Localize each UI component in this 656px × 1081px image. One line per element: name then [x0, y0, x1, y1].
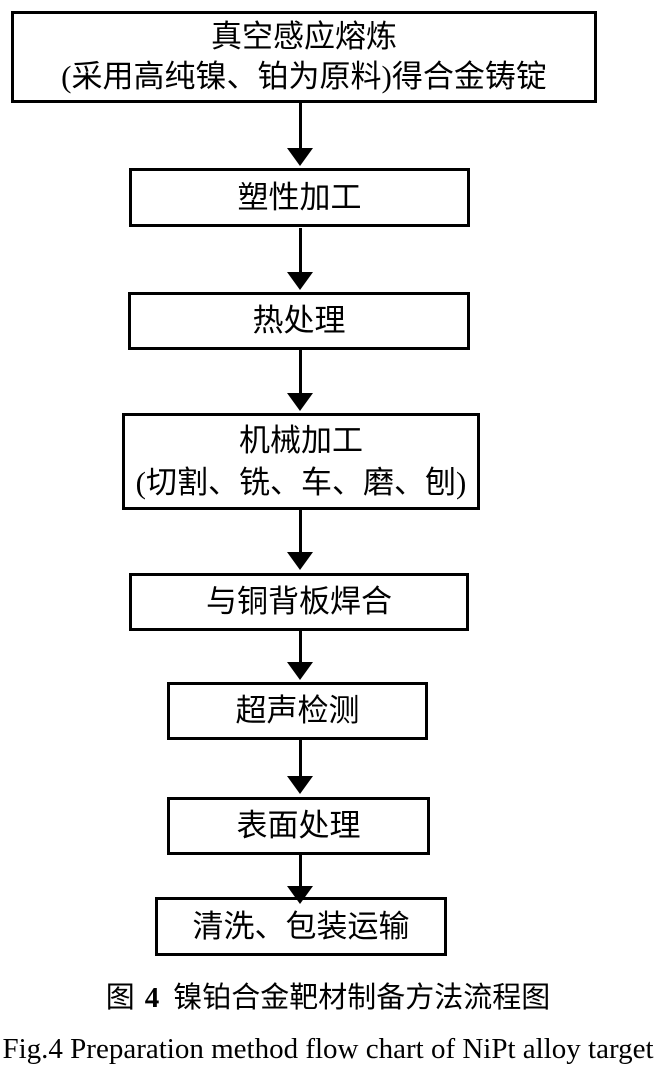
flow-step-weld-to-copper-backing-plate: 与铜背板焊合 [129, 573, 469, 631]
arrow-stem [299, 740, 302, 778]
arrow-stem [299, 630, 302, 664]
step-sublabel: (切割、铣、车、磨、刨) [135, 464, 467, 500]
step-label: 真空感应熔炼 [211, 19, 397, 54]
step-label: 清洗、包装运输 [192, 908, 410, 944]
flow-arrow-2 [287, 228, 313, 290]
flow-step-ultrasonic-inspection: 超声检测 [167, 682, 428, 740]
arrow-head-icon [287, 552, 313, 570]
figure-caption-en: Fig.4 Preparation method flow chart of N… [2, 1033, 654, 1065]
arrow-stem [299, 854, 302, 888]
arrow-head-icon [287, 662, 313, 680]
flow-arrow-7 [287, 854, 313, 904]
arrow-head-icon [287, 272, 313, 290]
flow-arrow-4 [287, 510, 313, 570]
caption-zh-title: 镍铂合金靶材制备方法流程图 [173, 982, 551, 1014]
step-label: 超声检测 [235, 693, 360, 728]
step-label: 塑性加工 [237, 179, 362, 215]
step-label: 热处理 [252, 303, 346, 338]
step-label: 表面处理 [236, 808, 361, 843]
caption-zh-number: 4 [144, 982, 160, 1014]
flow-arrow-1 [287, 103, 313, 166]
arrow-stem [299, 350, 302, 395]
flow-step-vacuum-induction-melting: 真空感应熔炼 (采用高纯镍、铂为原料)得合金铸锭 [11, 11, 597, 103]
step-label: 机械加工 [239, 422, 363, 458]
arrow-stem [299, 510, 302, 554]
flow-step-plastic-working: 塑性加工 [129, 168, 470, 227]
flow-step-machining: 机械加工 (切割、铣、车、磨、刨) [122, 413, 480, 510]
arrow-head-icon [287, 393, 313, 411]
arrow-head-icon [287, 886, 313, 904]
step-sublabel: (采用高纯镍、铂为原料)得合金铸锭 [61, 59, 547, 94]
arrow-stem [299, 103, 302, 150]
flow-arrow-5 [287, 630, 313, 680]
arrow-head-icon [287, 776, 313, 794]
flow-step-heat-treatment: 热处理 [128, 292, 470, 350]
arrow-head-icon [287, 148, 313, 166]
caption-zh-label: 图 [105, 982, 135, 1014]
step-label: 与铜背板焊合 [206, 584, 392, 619]
arrow-stem [299, 228, 302, 274]
flow-step-cleaning-packaging-shipping: 清洗、包装运输 [155, 897, 447, 956]
flow-arrow-3 [287, 350, 313, 411]
flow-step-surface-treatment: 表面处理 [167, 797, 430, 855]
flow-arrow-6 [287, 740, 313, 794]
